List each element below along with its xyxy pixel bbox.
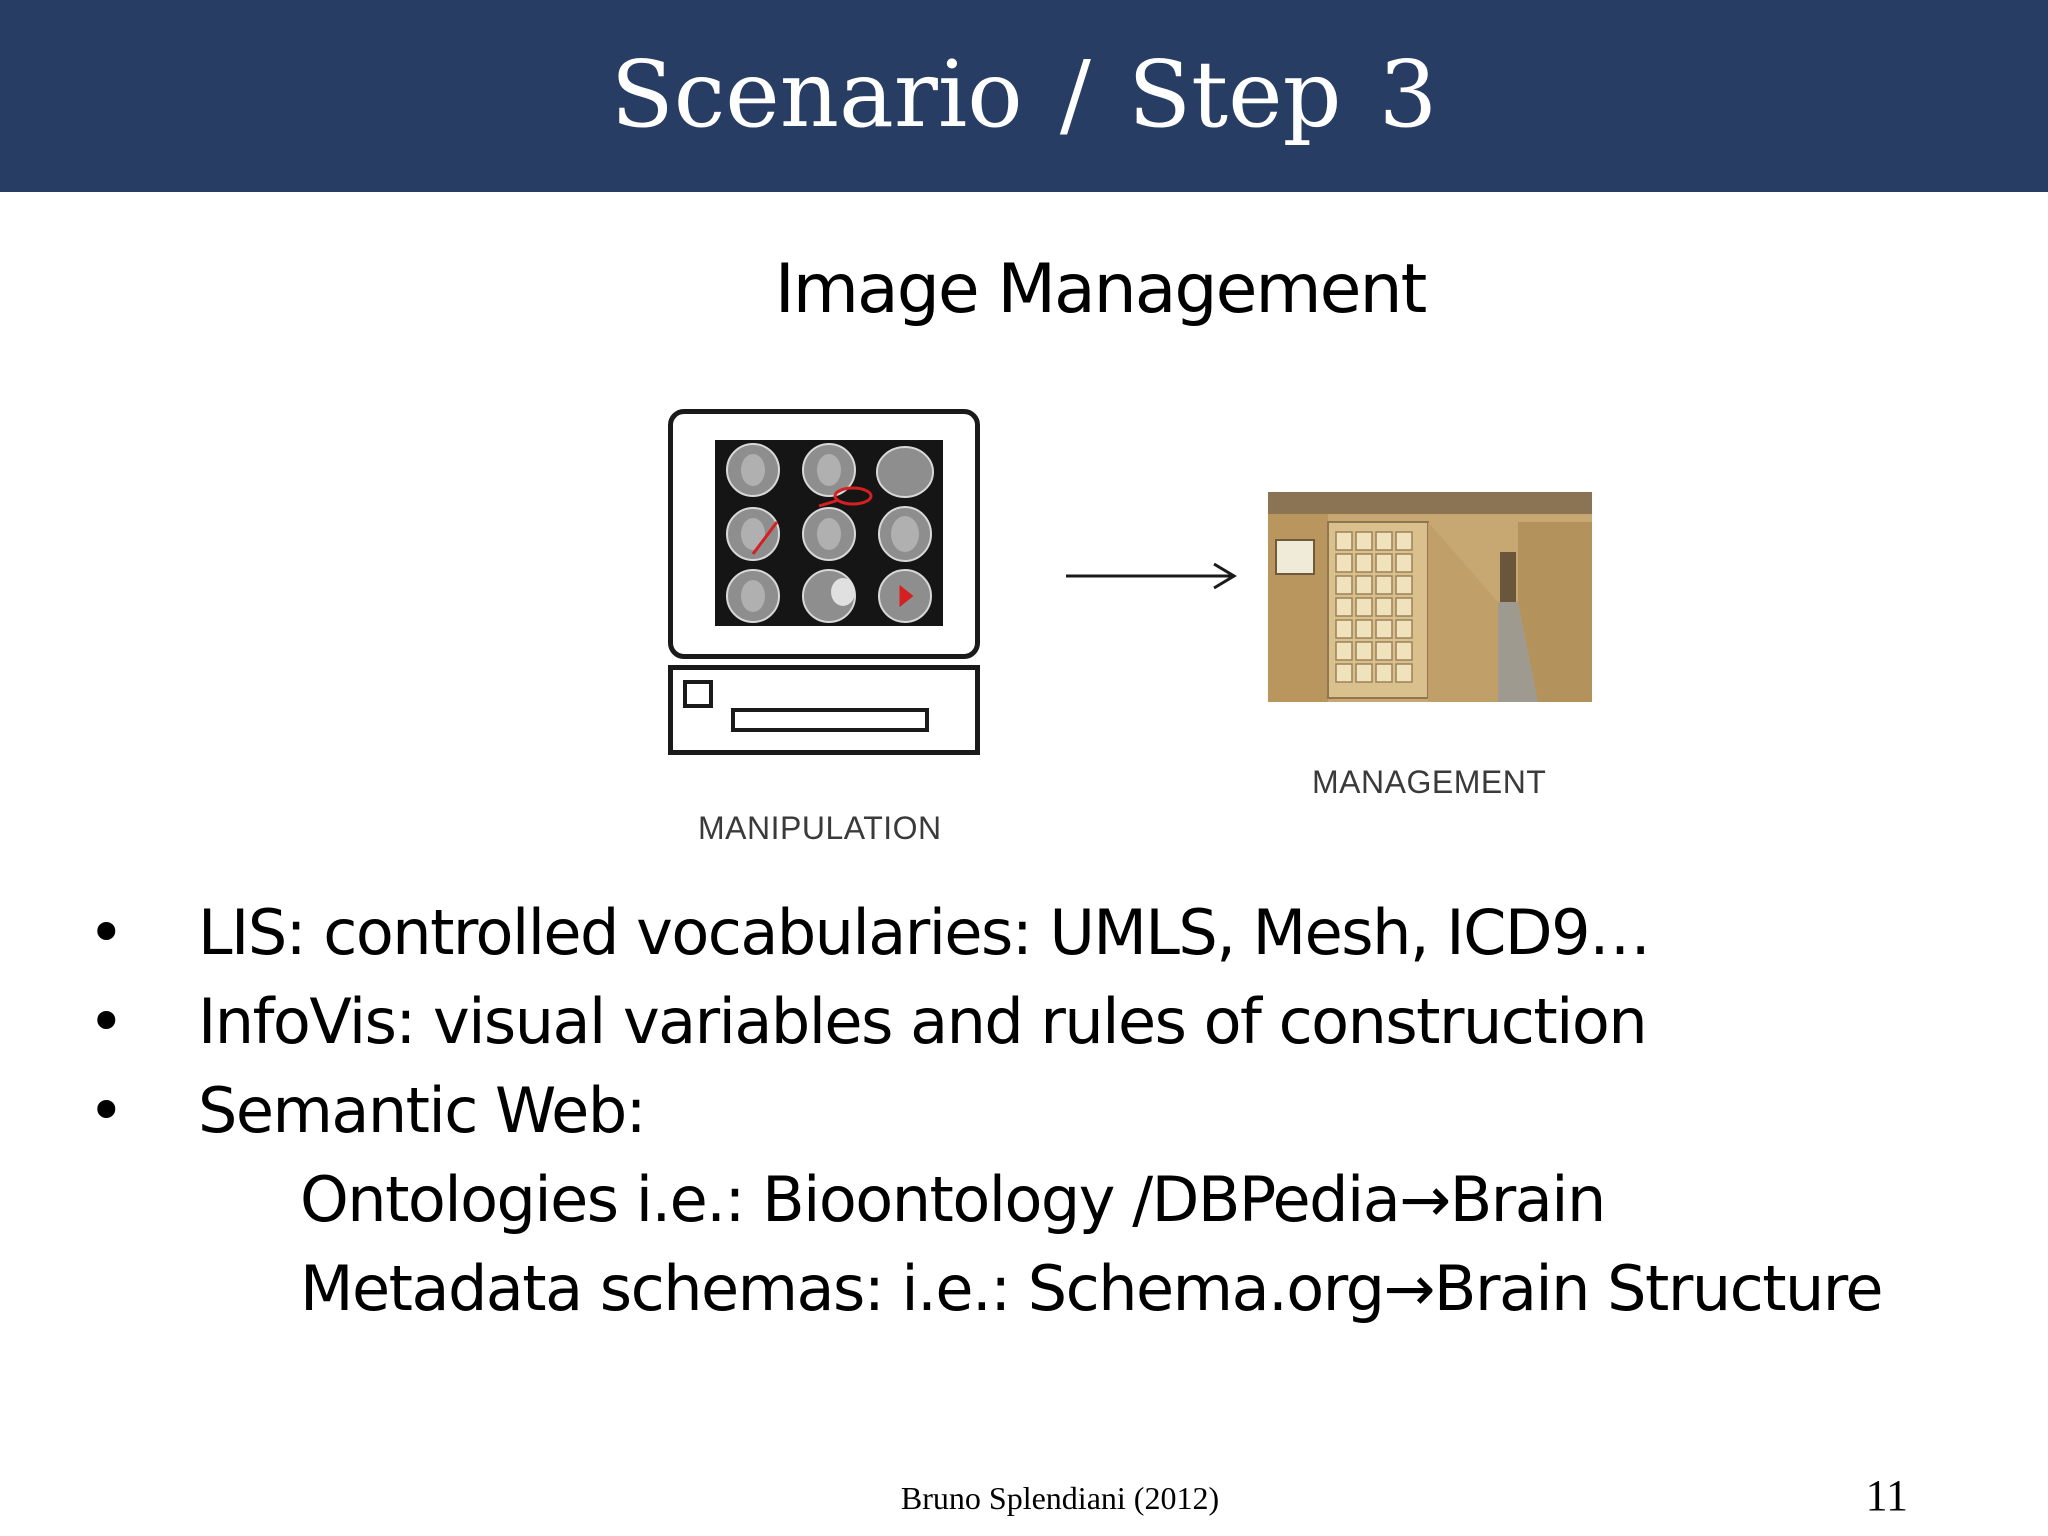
bullet-text-lis: LIS: controlled vocabularies: UMLS, Mesh… <box>198 896 1651 969</box>
monitor <box>668 409 980 659</box>
management-label: MANAGEMENT <box>1312 764 1547 800</box>
sub-item-metadata-schemas: Metadata schemas: i.e.: Schema.org→Brain… <box>300 1252 1884 1325</box>
sub-list-item: Metadata schemas: i.e.: Schema.org→Brain… <box>88 1244 2018 1333</box>
bullet-marker: • <box>88 896 125 969</box>
title-bar <box>0 0 2048 192</box>
bullet-marker: • <box>88 985 125 1058</box>
computer-illustration <box>664 405 984 755</box>
page-number: 11 <box>1865 1471 1908 1520</box>
power-button-shape <box>683 680 713 708</box>
scan-annotations <box>751 486 914 608</box>
footer-author: Bruno Splendiani (2012) <box>900 1480 1220 1516</box>
bullet-list: • LIS: controlled vocabularies: UMLS, Me… <box>88 888 2018 1333</box>
bullet-text-semantic-web: Semantic Web: <box>198 1074 647 1147</box>
drive-slot-shape <box>731 708 929 732</box>
brain-scan-grid <box>715 440 943 626</box>
manipulation-label: MANIPULATION <box>698 810 942 846</box>
computer-base <box>668 665 980 755</box>
archive-storage-photo <box>1268 492 1592 702</box>
slide-subtitle: Image Management <box>774 250 1428 329</box>
list-item: • LIS: controlled vocabularies: UMLS, Me… <box>88 888 2018 977</box>
sub-item-ontologies: Ontologies i.e.: Bioontology /DBPedia→Br… <box>300 1163 1606 1236</box>
bullet-text-infovis: InfoVis: visual variables and rules of c… <box>198 985 1648 1058</box>
brain-scan-3 <box>876 446 934 498</box>
sub-list-item: Ontologies i.e.: Bioontology /DBPedia→Br… <box>88 1155 2018 1244</box>
slide-title: Scenario / Step 3 <box>610 41 1438 148</box>
list-item: • Semantic Web: <box>88 1066 2018 1155</box>
right-arrow-icon <box>1066 562 1237 590</box>
bullet-marker: • <box>88 1074 125 1147</box>
list-item: • InfoVis: visual variables and rules of… <box>88 977 2018 1066</box>
